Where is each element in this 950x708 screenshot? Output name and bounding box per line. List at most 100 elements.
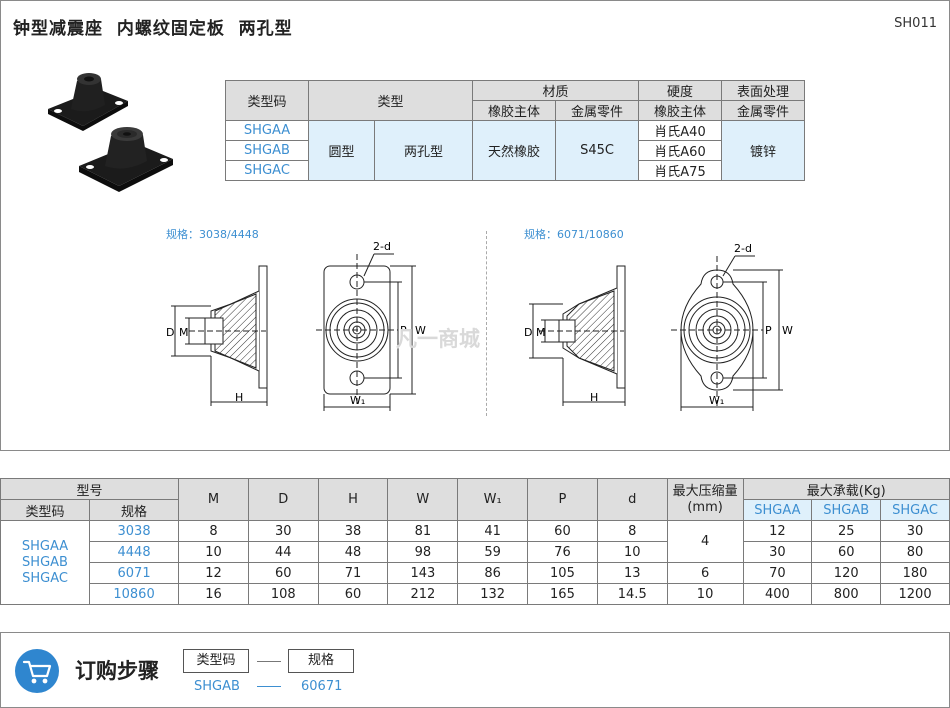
- type-code-cell: SHGAA: [225, 120, 309, 141]
- cell-load: 30: [742, 541, 813, 563]
- cell-W1: 41: [457, 520, 529, 542]
- th-max-compression: 最大压缩量 (mm): [666, 478, 744, 521]
- cell-load: 800: [811, 583, 882, 605]
- cell-load: 25: [811, 520, 882, 542]
- dim-label-W1: W₁: [350, 394, 365, 407]
- spec-table: 型号 M D H W W₁ P d 最大压缩量 (mm) 最大承载(Kg) 类型…: [0, 478, 950, 605]
- left-top-view-drawing: 2-d P W W₁: [316, 240, 426, 411]
- cell-D: 30: [247, 520, 319, 542]
- type-code-text: SHGAB: [22, 554, 68, 570]
- dim-label-M: M: [536, 326, 546, 339]
- cell-P: 76: [527, 541, 598, 563]
- th-max-compression-label: 最大压缩量: [672, 483, 738, 499]
- cart-icon: [15, 649, 59, 693]
- cell-compression: 10: [666, 583, 744, 605]
- cell-load: 12: [742, 520, 813, 542]
- th-max-load: 最大承载(Kg): [742, 478, 950, 500]
- dim-label-D: D: [166, 326, 174, 339]
- spec-cell: 6071: [89, 562, 180, 584]
- product-photo: [48, 73, 173, 192]
- th-load-shgaa: SHGAA: [742, 499, 813, 521]
- right-top-view-drawing: 2-d P W W₁: [671, 242, 793, 411]
- type-code-text: SHGAC: [22, 570, 68, 586]
- order-steps-panel: 订购步骤 类型码 规格 SHGAB 60671: [0, 632, 950, 708]
- cell-W1: 132: [457, 583, 529, 605]
- cell-M: 16: [178, 583, 249, 605]
- cell-load: 70: [742, 562, 813, 584]
- cell-d: 10: [596, 541, 668, 563]
- cell-P: 60: [527, 520, 598, 542]
- spec-cell: 4448: [89, 541, 180, 563]
- dim-label-W1: W₁: [709, 394, 724, 407]
- product-code: SH011: [894, 16, 937, 31]
- cell-H: 60: [317, 583, 389, 605]
- spec-cell: 3038: [89, 520, 180, 542]
- dim-label-H: H: [235, 391, 243, 404]
- cell-load: 60: [811, 541, 882, 563]
- th-d: d: [596, 478, 668, 521]
- cell-P: 165: [527, 583, 598, 605]
- cell-P: 105: [527, 562, 598, 584]
- th-type-code: 类型码: [0, 499, 91, 521]
- order-value-spec: 60671: [301, 679, 343, 694]
- order-value-type-code: SHGAB: [194, 679, 240, 694]
- th-hardness-sub: 橡胶主体: [638, 100, 722, 121]
- order-connector: [257, 661, 281, 662]
- cell-load: 30: [880, 520, 950, 542]
- dim-label-W: W: [415, 324, 426, 337]
- th-max-compression-unit: (mm): [687, 499, 723, 515]
- dim-label-2d: 2-d: [373, 240, 391, 253]
- right-spec-label: 规格：6071/10860: [524, 228, 624, 241]
- cell-compression: 6: [666, 562, 744, 584]
- cell-d: 8: [596, 520, 668, 542]
- cell-load: 400: [742, 583, 813, 605]
- rubber-cell: 天然橡胶: [472, 120, 556, 181]
- cell-compression: 4: [666, 520, 744, 563]
- th-surface: 表面处理: [721, 80, 805, 101]
- cell-W: 81: [387, 520, 459, 542]
- cell-load: 120: [811, 562, 882, 584]
- type-code-cell: SHGAA SHGAB SHGAC: [0, 520, 91, 605]
- cell-M: 12: [178, 562, 249, 584]
- order-box-spec: 规格: [288, 649, 354, 673]
- th-D: D: [247, 478, 319, 521]
- cell-H: 48: [317, 541, 389, 563]
- type-table: 类型码 类型 材质 硬度 表面处理 橡胶主体 金属零件 橡胶主体 金属零件 SH…: [225, 80, 805, 181]
- cell-load: 80: [880, 541, 950, 563]
- left-spec-label: 规格：3038/4448: [166, 228, 259, 241]
- drawing-divider: [486, 231, 487, 416]
- dim-label-D: D: [524, 326, 532, 339]
- dim-label-W: W: [782, 324, 793, 337]
- shape-cell: 圆型: [307, 120, 376, 181]
- th-P: P: [527, 478, 598, 521]
- cell-M: 10: [178, 541, 249, 563]
- type-code-text: SHGAA: [21, 538, 69, 554]
- th-spec: 规格: [89, 499, 180, 521]
- metal-cell: S45C: [555, 120, 639, 181]
- right-side-view-drawing: D M H: [524, 265, 626, 406]
- spec-cell: 10860: [89, 583, 180, 605]
- cell-W: 212: [387, 583, 459, 605]
- cell-W: 98: [387, 541, 459, 563]
- type-code-cell: SHGAB: [225, 140, 309, 161]
- cell-M: 8: [178, 520, 249, 542]
- th-H: H: [317, 478, 389, 521]
- th-metal-parts: 金属零件: [555, 100, 639, 121]
- th-load-shgac: SHGAC: [880, 499, 950, 521]
- order-steps-title: 订购步骤: [75, 659, 159, 683]
- order-box-type-code: 类型码: [183, 649, 249, 673]
- cell-H: 71: [317, 562, 389, 584]
- cell-D: 44: [247, 541, 319, 563]
- product-panel: 钟型减震座 内螺纹固定板 两孔型 SH011 类型码 类型 材质: [0, 0, 950, 451]
- dim-label-P: P: [400, 324, 407, 337]
- th-model: 型号: [0, 478, 180, 500]
- th-type-code: 类型码: [225, 80, 309, 121]
- dim-label-M: M: [179, 326, 189, 339]
- th-W: W: [387, 478, 459, 521]
- hardness-cell: 肖氏A60: [638, 140, 722, 161]
- th-surface-sub: 金属零件: [721, 100, 805, 121]
- dim-label-2d: 2-d: [734, 242, 752, 255]
- holes-cell: 两孔型: [374, 120, 473, 181]
- watermark: 凡一商城: [396, 327, 480, 351]
- th-load-shgab: SHGAB: [811, 499, 882, 521]
